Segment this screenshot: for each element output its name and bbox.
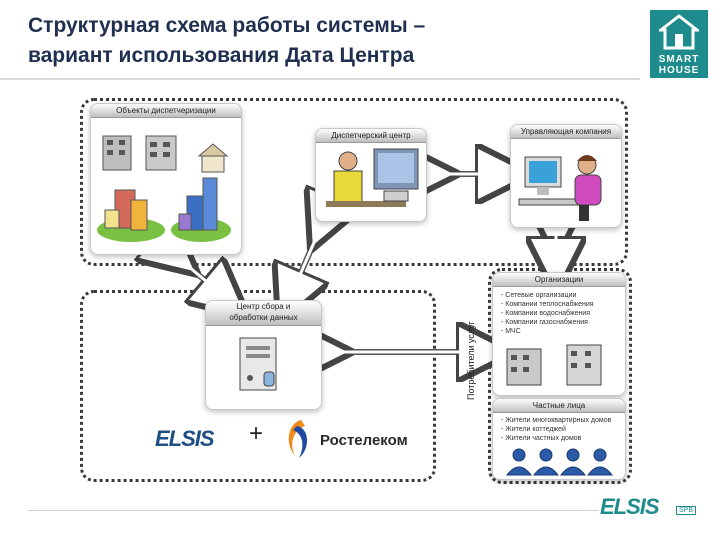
footer-line [28,510,598,511]
server-illustration [239,337,277,391]
panel-data-center-label: Центр сбора и обработки данных [206,301,321,326]
panel-management-company-label: Управляющая компания [511,125,621,139]
operator-illustration [326,148,419,207]
list-item: - Компании газоснабжения [501,319,588,326]
smart-house-logo: SMART HOUSE [650,10,708,78]
list-item: - Сетевые организации [501,292,577,299]
panel-dispatch-center-label: Диспетчерский центр [316,129,426,143]
list-item: - Жители частных домов [501,435,582,442]
person-icon [505,448,533,476]
rostelecom-logo-icon [288,420,308,458]
panel-organizations: Организации - Сетевые организации - Комп… [492,272,626,396]
panel-private-persons: Частные лица - Жители многоквартирных до… [492,398,626,480]
data-center-label-line2: обработки данных [229,313,298,322]
buildings-illustration [97,135,231,242]
list-item: - Компании водоснабжения [501,310,591,317]
list-item: - Жители многоквартирных домов [501,417,612,424]
page-title-line2: вариант использования Дата Центра [28,44,415,67]
office-buildings-illustration [506,344,602,386]
logo-text-house: HOUSE [658,65,700,76]
panel-dispatch-center: Диспетчерский центр [315,128,427,222]
person-icon [532,448,560,476]
partners-row: ELSIS + Ростелеком [155,418,408,458]
panel-data-center: Центр сбора и обработки данных [205,300,322,410]
title-separator [0,78,640,80]
house-icon [659,14,699,50]
rostelecom-name: Ростелеком [320,432,408,449]
person-icon [559,448,587,476]
footer-brand: ELSIS [600,494,660,519]
footer-tag: SPB [676,506,697,515]
private-persons-list: - Жители многоквартирных домов - Жители … [501,416,611,443]
plus-sign: + [249,420,264,447]
panel-organizations-label: Организации [493,273,625,287]
person-icon [586,448,614,476]
data-center-label-line1: Центр сбора и [236,302,291,311]
organizations-list: - Сетевые организации - Компании теплосн… [501,291,594,336]
panel-private-persons-label: Частные лица [493,399,625,413]
page-title-line1: Структурная схема работы системы – [28,14,426,37]
footer-elsis-logo: ELSIS SPB [600,494,700,520]
list-item: - Жители коттеджей [501,426,566,433]
list-item: - МЧС [501,328,521,335]
people-icons [505,448,614,476]
title-band: Структурная схема работы системы – вариа… [0,0,640,78]
consumers-label: Потребители услуг [466,321,476,400]
elsis-logo: ELSIS [155,426,215,451]
panel-dispatch-objects: Объекты диспетчеризации [90,103,242,255]
list-item: - Компании теплоснабжения [501,301,594,308]
lower-zone [80,290,436,482]
panel-dispatch-objects-label: Объекты диспетчеризации [91,104,241,118]
manager-illustration [518,155,602,221]
panel-management-company: Управляющая компания [510,124,622,228]
logo-text-smart: SMART [658,54,700,65]
